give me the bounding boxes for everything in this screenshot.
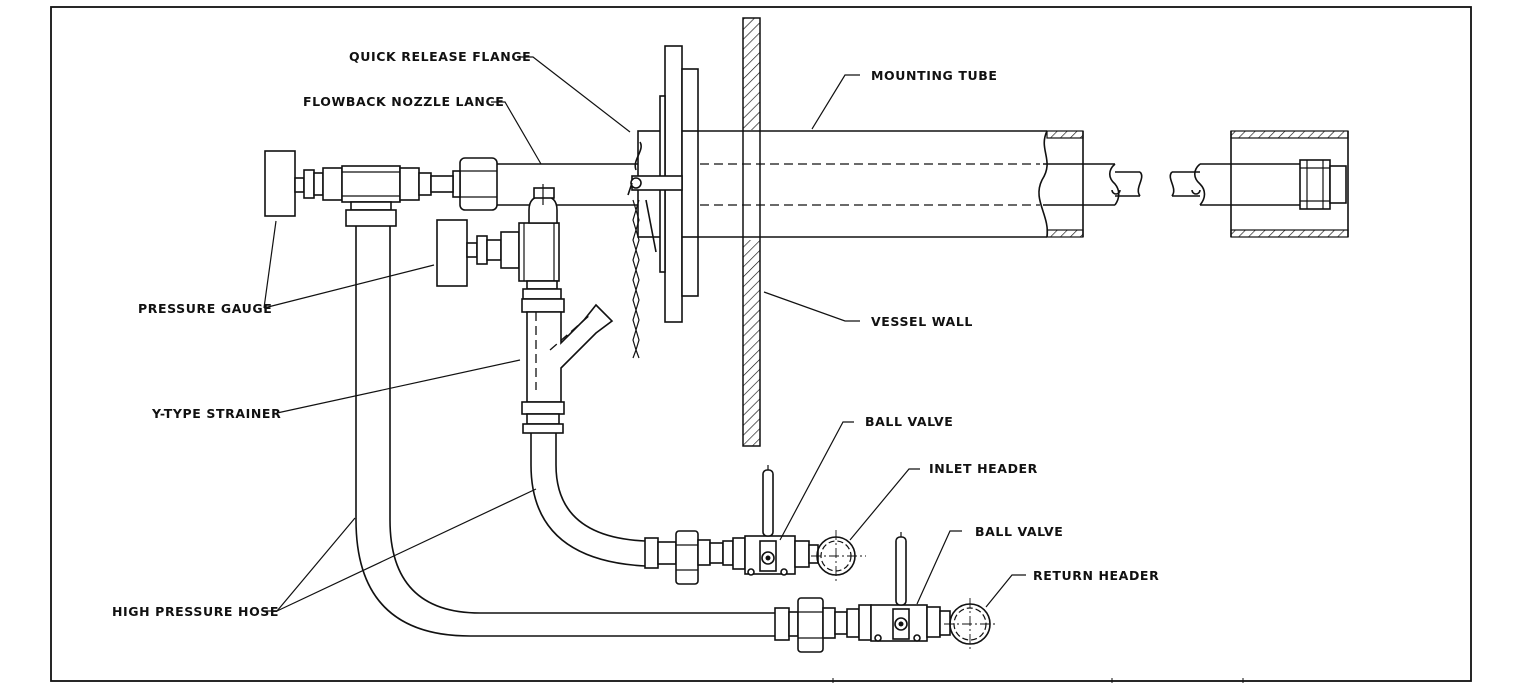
return-valve-assembly bbox=[774, 532, 998, 653]
high-pressure-hose-outer bbox=[355, 226, 775, 637]
label-inlet-header: INLET HEADER bbox=[929, 461, 1038, 476]
label-high-pressure-hose: HIGH PRESSURE HOSE bbox=[112, 604, 279, 619]
quick-release-flange bbox=[627, 45, 699, 359]
label-return-header: RETURN HEADER bbox=[1033, 568, 1159, 583]
label-ball-valve-inlet: BALL VALVE bbox=[865, 414, 953, 429]
y-type-strainer bbox=[521, 298, 614, 434]
drawing-border bbox=[50, 6, 1472, 682]
label-flowback-nozzle-lance: FLOWBACK NOZZLE LANCE bbox=[303, 94, 504, 109]
label-mounting-tube: MOUNTING TUBE bbox=[871, 68, 997, 83]
leader-lines bbox=[263, 56, 1026, 612]
inlet-valve-assembly bbox=[644, 465, 866, 585]
high-pressure-hose-inner bbox=[530, 433, 646, 567]
mounting-tube bbox=[698, 130, 1349, 238]
lower-gauge-assembly bbox=[436, 184, 562, 300]
label-vessel-wall: VESSEL WALL bbox=[871, 314, 973, 329]
label-ball-valve-return: BALL VALVE bbox=[975, 524, 1063, 539]
label-y-type-strainer: Y-TYPE STRAINER bbox=[151, 406, 281, 421]
label-quick-release-flange: QUICK RELEASE FLANGE bbox=[349, 49, 531, 64]
vessel-wall bbox=[739, 17, 764, 447]
flowback-nozzle-lance bbox=[452, 157, 1347, 211]
retaining-chain bbox=[632, 199, 640, 359]
upper-gauge-assembly bbox=[264, 150, 454, 227]
label-pressure-gauge: PRESSURE GAUGE bbox=[138, 301, 272, 316]
